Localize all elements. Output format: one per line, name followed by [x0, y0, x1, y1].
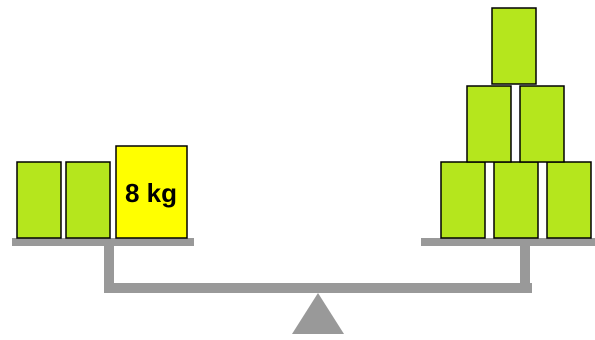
green-block: [466, 85, 512, 163]
green-block: [491, 7, 537, 85]
beam: [104, 283, 532, 293]
green-block: [519, 85, 565, 163]
green-block: [546, 161, 592, 239]
scale-frame: [12, 238, 595, 334]
green-block: [16, 161, 62, 239]
left-pan: [12, 238, 194, 246]
green-block: [493, 161, 539, 239]
right-post: [520, 243, 530, 293]
right-pan: [421, 238, 595, 246]
weight-block: [115, 145, 188, 239]
fulcrum-triangle: [292, 293, 344, 334]
left-post: [104, 243, 114, 293]
left-pan-blocks: [16, 145, 188, 239]
right-pan-blocks: [440, 7, 592, 239]
green-block: [65, 161, 111, 239]
weight-label: 8 kg: [125, 178, 177, 208]
green-block: [440, 161, 486, 239]
